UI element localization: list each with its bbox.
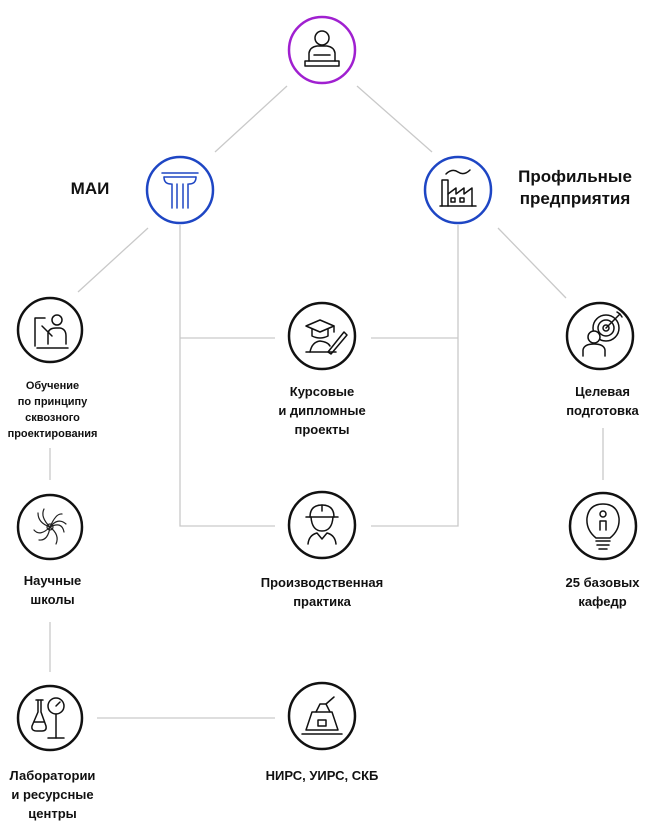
microscope-device-icon [301, 696, 343, 735]
factory-icon [439, 169, 477, 207]
mai-node[interactable] [145, 155, 215, 225]
kursovye-node-circle [287, 301, 357, 371]
shkoly-node[interactable] [16, 493, 84, 561]
kursovye-label: Курсовые и дипломные проекты [278, 384, 366, 437]
mai-node-circle [145, 155, 215, 225]
celevaya-node[interactable] [565, 301, 635, 371]
celevaya-label: Целевая подготовка [566, 384, 639, 418]
swirl-icon [33, 508, 67, 545]
enterprises-node-circle [423, 155, 493, 225]
laboratorii-label: Лаборатории и ресурсные центры [9, 768, 96, 821]
laboratorii-node[interactable] [16, 684, 84, 752]
connector-enterprises-down [371, 225, 459, 527]
laboratorii-node-circle [16, 684, 84, 752]
connector-top-enterprises [356, 85, 433, 153]
obuchenie-label: Обучение по принципу сквозного проектиро… [7, 380, 98, 440]
kafedry-node[interactable] [568, 491, 638, 561]
connector-top-mai [214, 85, 288, 153]
obuchenie-node[interactable] [16, 296, 84, 364]
shkoly-label: Научные школы [23, 573, 82, 607]
enterprises-title: Профильные предприятия [518, 167, 632, 208]
graduate-cap-pen-icon [305, 319, 348, 355]
worker-helmet-icon [305, 504, 339, 545]
nirs-label: НИРС, УИРС, СКБ [265, 768, 379, 783]
enterprises-node[interactable] [423, 155, 493, 225]
lab-flask-gauge-icon [31, 697, 65, 739]
connector-mai-obuchenie [77, 227, 149, 293]
student-at-desk-icon [304, 30, 340, 67]
connector-lines [49, 85, 604, 719]
kafedry-label: 25 базовых кафедр [565, 575, 640, 609]
praktika-node[interactable] [287, 490, 357, 560]
nirs-node[interactable] [287, 681, 357, 751]
praktika-label: Производственная практика [260, 575, 384, 609]
lightbulb-person-icon [586, 503, 620, 550]
kafedry-node-circle [568, 491, 638, 561]
top-node[interactable] [287, 15, 357, 85]
nirs-node-circle [287, 681, 357, 751]
connector-enterprises-celevaya [497, 227, 567, 299]
top-node-circle [287, 15, 357, 85]
column-capital-icon [161, 172, 199, 209]
kursovye-node[interactable] [287, 301, 357, 371]
target-person-icon [582, 311, 623, 357]
praktika-node-circle [287, 490, 357, 560]
teacher-at-board-icon [34, 314, 69, 349]
mai-title: МАИ [70, 179, 110, 198]
connector-mai-down [179, 225, 275, 527]
